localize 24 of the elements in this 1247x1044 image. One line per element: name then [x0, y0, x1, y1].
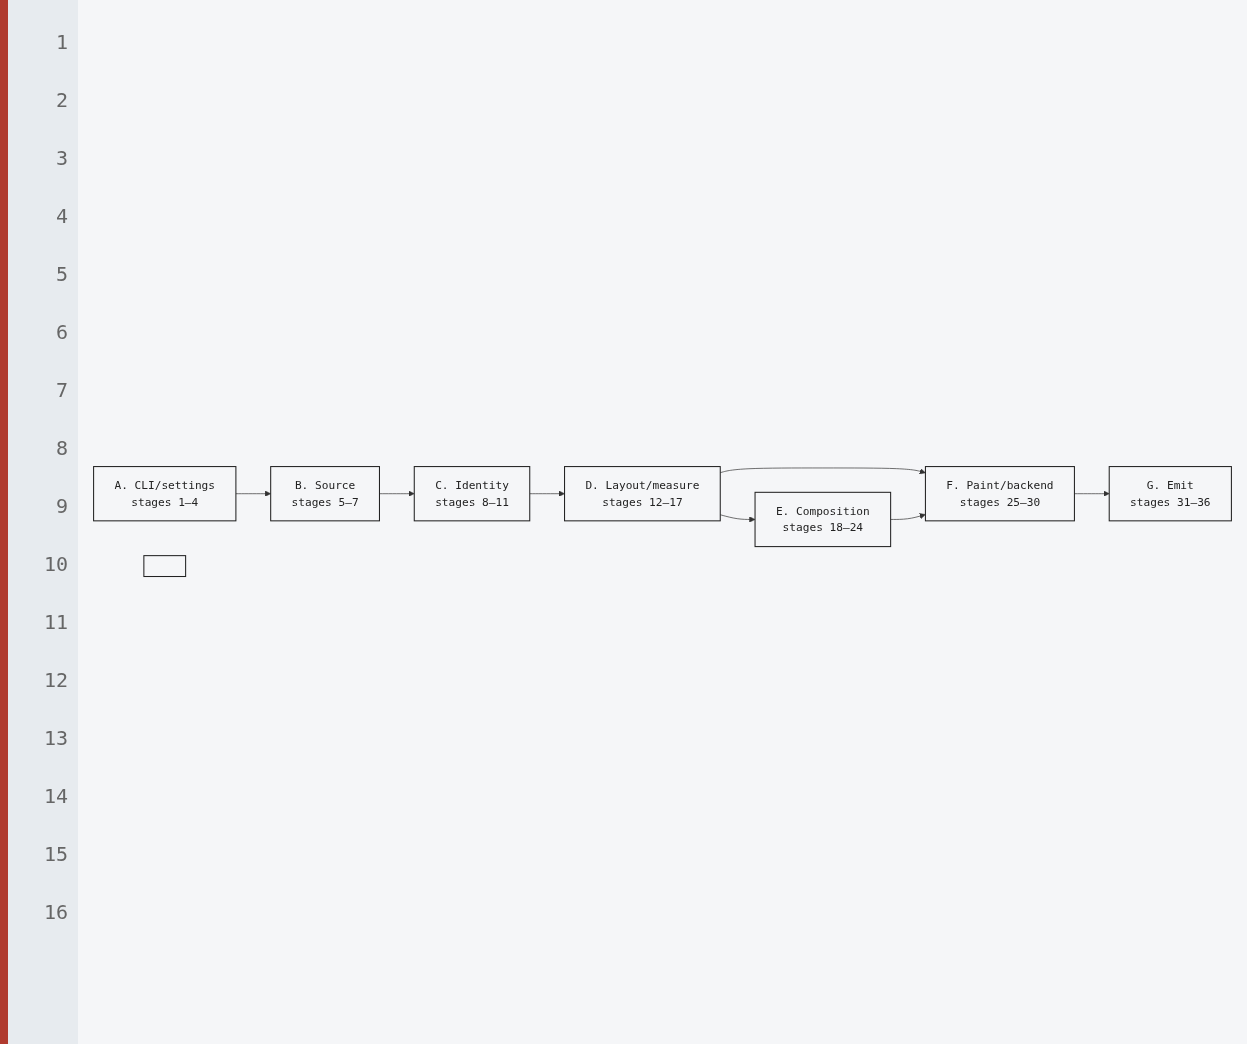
line-number: 11 — [42, 610, 69, 636]
line-number: 15 — [42, 842, 69, 868]
line-number: 2 — [54, 88, 69, 114]
node-box: A. CLI/settings stages 1–4 — [93, 466, 237, 522]
line-number: 14 — [42, 784, 69, 810]
line-number: 7 — [54, 378, 69, 404]
node-box: G. Emit stages 31–36 — [1108, 466, 1232, 522]
node-box: B. Source stages 5–7 — [270, 466, 380, 522]
line-number: 8 — [54, 436, 69, 462]
line-number: 5 — [54, 262, 69, 288]
line-number: 13 — [42, 726, 69, 752]
node-box: C. Identity stages 8–11 — [413, 466, 531, 522]
line-number: 9 — [54, 494, 69, 520]
line-number: 12 — [42, 668, 69, 694]
line-number: 6 — [54, 320, 69, 346]
line-number: 16 — [42, 900, 69, 926]
node-box: E. Composition stages 18–24 — [754, 492, 892, 548]
node-box: F. Paint/backend stages 25–30 — [924, 466, 1075, 522]
line-number: 1 — [54, 30, 69, 56]
line-number: 10 — [42, 552, 69, 578]
node-box: D. Layout/measure stages 12–17 — [564, 466, 721, 522]
line-number: 3 — [54, 146, 69, 172]
line-number: 4 — [54, 204, 69, 230]
node-box — [143, 555, 187, 578]
